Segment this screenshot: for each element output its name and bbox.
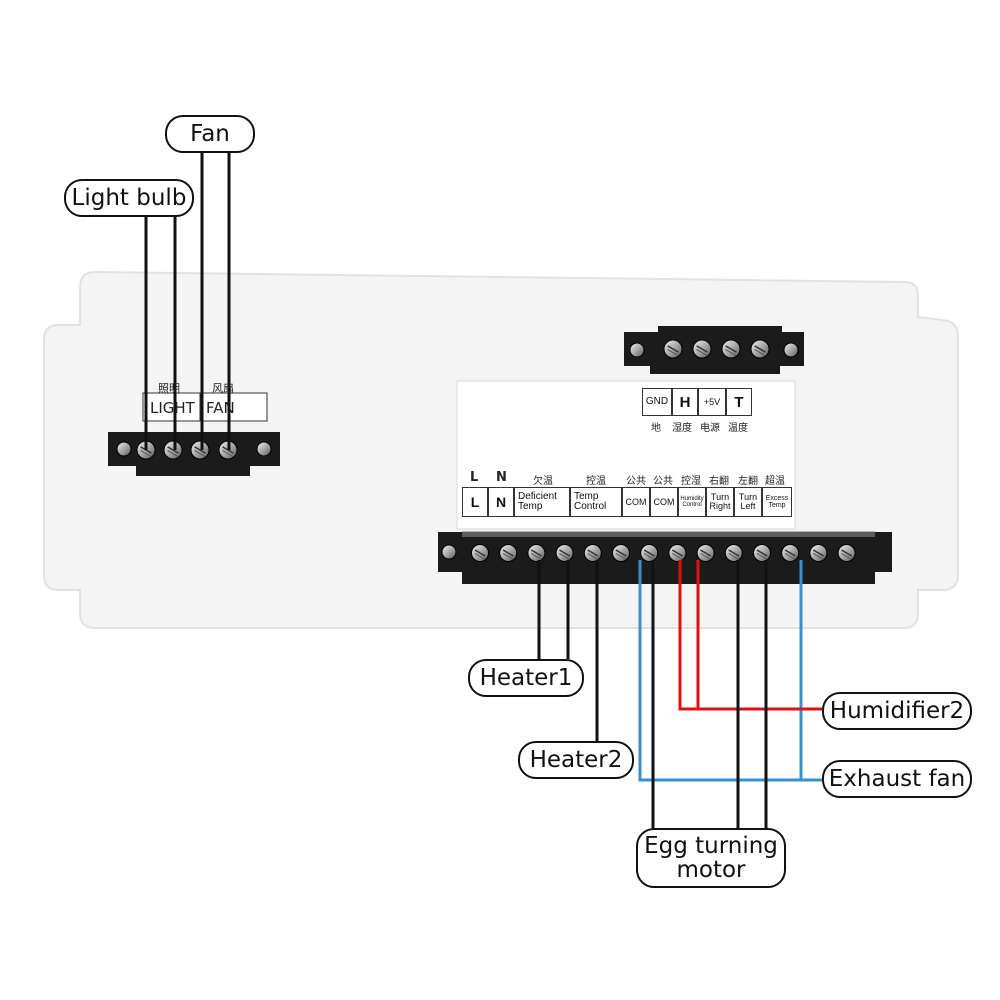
main-terminal-screw-14 (837, 544, 856, 562)
main-terminal-screw-2 (499, 544, 518, 562)
cn-fan-label: 风扇 (212, 382, 234, 395)
excess-temp-cell: Excess Temp (762, 487, 792, 517)
com2-cell: COM (650, 487, 678, 517)
egg-turning-line2: motor (676, 857, 746, 883)
temp-control-line1: Temp (574, 491, 599, 502)
cn-temp-control-label: 控温 (586, 476, 606, 487)
main-terminal-screw-5 (583, 544, 602, 562)
humidity-control-line2: Control (682, 502, 702, 508)
main-terminal-screw-10 (724, 544, 743, 562)
temp-control-line2: Control (574, 501, 607, 512)
heater1-callout: Heater1 (468, 659, 584, 697)
cn-excess-label: 超温 (765, 476, 785, 487)
h-cell: H (672, 388, 698, 416)
cn-ground-label: 地 (651, 423, 661, 434)
cn-turn-right-label: 右翻 (709, 476, 729, 487)
main-terminal-screw-11 (753, 544, 771, 562)
main-terminal-screw-6 (612, 544, 630, 562)
com1-cell: COM (622, 487, 650, 517)
sensor-terminal-screw-4 (750, 339, 770, 359)
exhaust-fan-wire-1 (638, 560, 822, 782)
cn-deficient-label: 欠温 (533, 476, 553, 487)
humidity-control-cell: Humidity Control (678, 487, 706, 517)
fan-callout: Fan (165, 115, 255, 153)
cn-common1-label: 公共 (626, 476, 646, 487)
light-bulb-callout: Light bulb (64, 179, 194, 217)
humidifier2-callout: Humidifier2 (822, 692, 972, 730)
humidity-control-line1: Humidity (680, 496, 704, 502)
sensor-terminal-screw-2 (692, 339, 712, 359)
egg-turning-line1: Egg turning (644, 832, 778, 859)
main-terminal-screw-7 (640, 544, 659, 562)
egg-turning-motor-callout: Egg turning motor (636, 828, 786, 888)
fan-label: FAN (206, 399, 235, 417)
main-terminal-screw-8 (668, 544, 687, 562)
cn-common2-label: 公共 (653, 476, 673, 487)
turn-right-cell: Turn Right (706, 487, 734, 517)
exhaust-fan-callout: Exhaust fan (822, 760, 972, 798)
n-top-label: N (496, 470, 507, 485)
main-terminal-screw-13 (809, 544, 828, 562)
main-terminal-screw-3 (527, 544, 546, 562)
sensor-terminal-screw-1 (663, 339, 683, 359)
gnd-cell: GND (642, 388, 672, 416)
cn-power-label: 电源 (700, 423, 720, 434)
main-terminal-screw-4 (555, 544, 574, 562)
cn-turn-left-label: 左翻 (738, 476, 758, 487)
l-cell: L (462, 487, 488, 517)
main-terminal-screw-12 (781, 544, 800, 562)
excess-temp-line2: Temp (768, 502, 786, 509)
deficient-temp-line2: Temp (518, 501, 543, 512)
main-terminal-block (438, 531, 892, 584)
temp-control-cell: Temp Control (570, 487, 622, 517)
n-cell: N (488, 487, 514, 517)
left-terminal-screw-2 (163, 440, 183, 460)
cn-temp-label: 温度 (728, 423, 748, 434)
left-terminal-screw-3 (190, 440, 210, 460)
main-terminal-screw-9 (696, 544, 715, 562)
sensor-terminal-screw-3 (721, 339, 741, 359)
light-label: LIGHT (150, 399, 195, 417)
turn-left-line2: Left (740, 501, 756, 511)
t-cell: T (726, 388, 752, 416)
humidifier-wire-1 (678, 560, 822, 711)
v5-cell: +5V (698, 388, 726, 416)
left-label-box (142, 392, 268, 422)
cn-humidity-label: 湿度 (672, 423, 692, 434)
wires (144, 153, 822, 828)
l-top-label: L (470, 470, 479, 485)
turn-left-cell: Turn Left (734, 487, 762, 517)
turn-right-line2: Right (709, 501, 731, 511)
cn-light-label: 照明 (158, 382, 180, 395)
turn-right-line1: Turn (710, 492, 730, 502)
deficient-temp-line1: Deficient (518, 491, 557, 502)
main-terminal-screw-1 (471, 544, 489, 562)
deficient-temp-cell: Deficient Temp (514, 487, 570, 517)
cn-humidity-control-label: 控湿 (681, 476, 701, 487)
sensor-terminal-block (624, 326, 804, 374)
excess-temp-line1: Excess (765, 495, 789, 502)
turn-left-line1: Turn (738, 492, 758, 502)
heater2-callout: Heater2 (518, 741, 634, 779)
